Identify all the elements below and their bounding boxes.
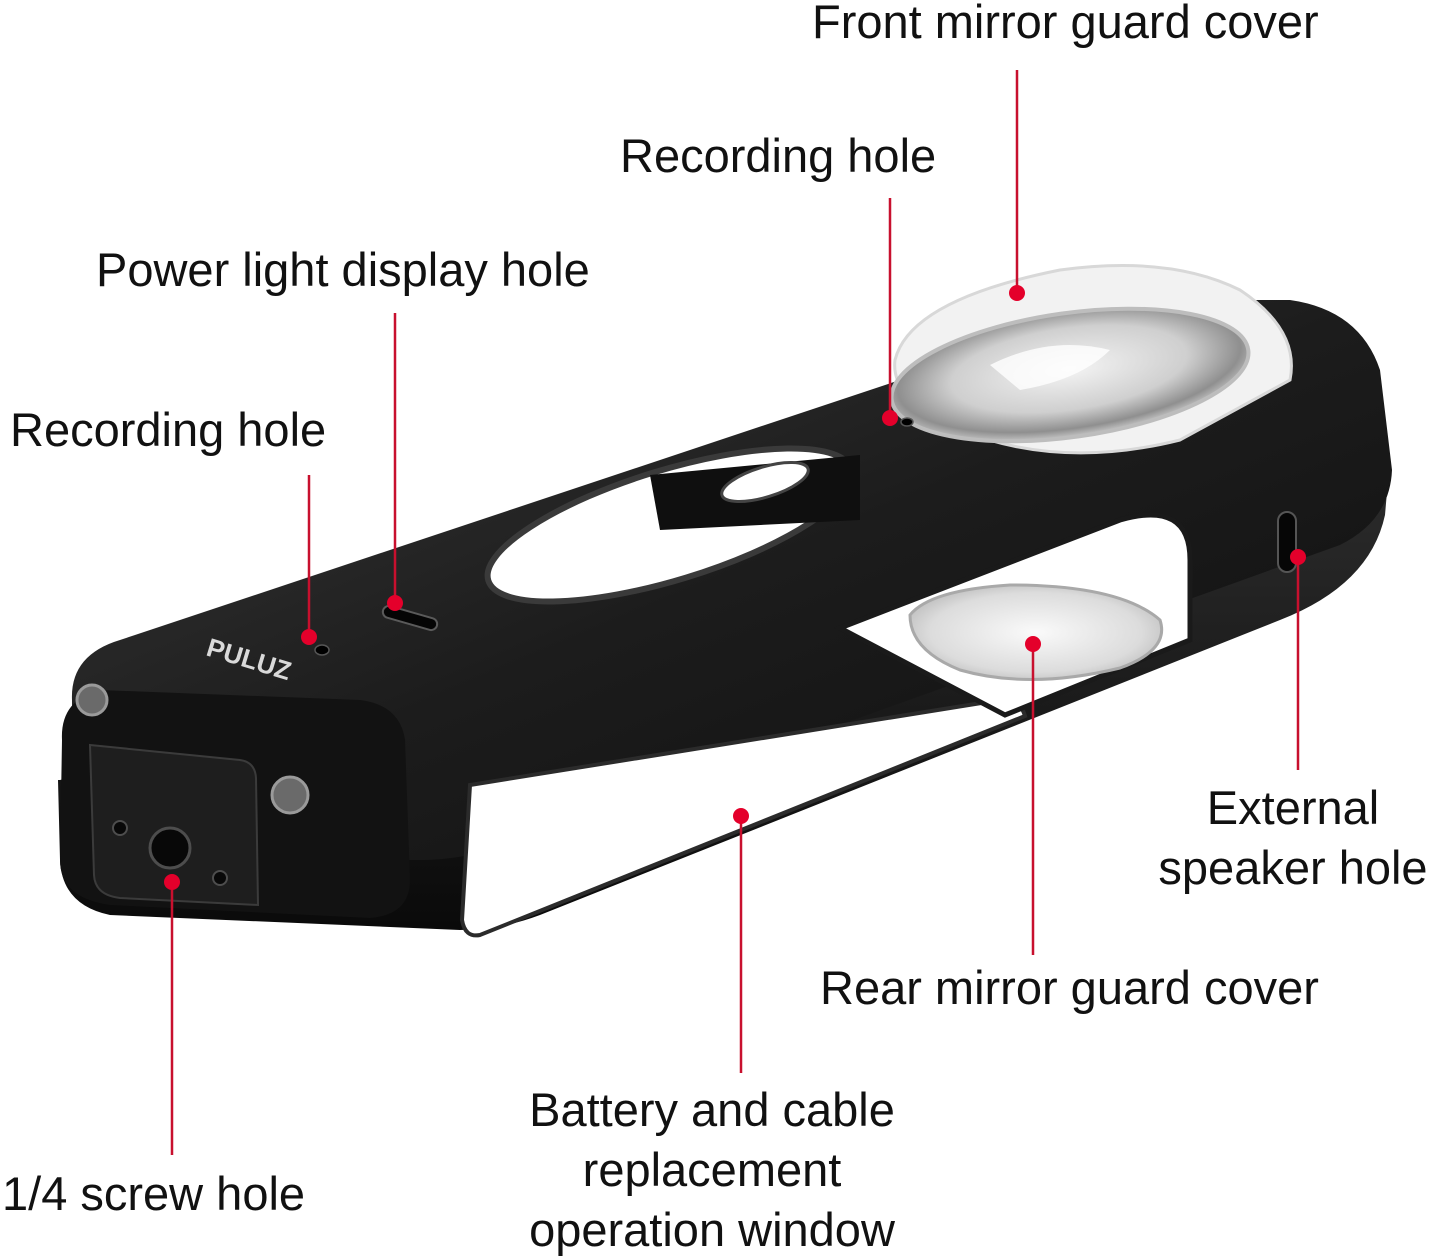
dot-recording-left — [301, 629, 317, 645]
dot-power-light — [387, 595, 403, 611]
rear-lens-guard — [908, 583, 1163, 682]
front-lens-guard — [889, 264, 1293, 455]
screw-hole-icon — [148, 826, 192, 870]
label-recording-hole-top: Recording hole — [620, 129, 937, 182]
dot-screw-hole — [164, 874, 180, 890]
label-screw-hole: 1/4 screw hole — [2, 1167, 306, 1220]
inner-slot — [720, 461, 810, 503]
front-guard-reflection — [990, 345, 1110, 390]
power-light-slot-icon — [381, 604, 439, 632]
label-front-mirror-guard-cover: Front mirror guard cover — [812, 0, 1319, 48]
rear-guard-dome-icon — [908, 583, 1163, 682]
dot-rear-guard — [1025, 636, 1041, 652]
dot-speaker — [1290, 549, 1306, 565]
label-rear-mirror-guard-cover: Rear mirror guard cover — [820, 961, 1319, 1014]
screw-left-icon — [75, 683, 109, 717]
dot-recording-top — [882, 410, 898, 426]
label-battery-cable-window-line2: replacement — [582, 1143, 842, 1196]
dot-front-guard — [1009, 285, 1025, 301]
recording-hole-left-icon — [314, 644, 330, 656]
label-external-speaker-hole-line1: External — [1206, 781, 1380, 834]
side-hole-left-icon — [112, 820, 128, 836]
holes — [112, 417, 1297, 886]
leader-lines — [170, 70, 1300, 1155]
label-battery-cable-window-line1: Battery and cable — [529, 1083, 895, 1136]
label-external-speaker-hole: External speaker hole — [1148, 778, 1438, 898]
side-hole-right-icon — [212, 870, 228, 886]
dot-battery-window — [733, 808, 749, 824]
marker-dots — [164, 285, 1306, 890]
recording-hole-top-icon — [900, 417, 914, 427]
label-power-light-display-hole: Power light display hole — [96, 243, 590, 296]
label-recording-hole-left: Recording hole — [10, 403, 327, 456]
label-battery-cable-window-line3: operation window — [529, 1203, 895, 1256]
label-battery-cable-window: Battery and cable replacement operation … — [510, 1080, 914, 1260]
label-external-speaker-hole-line2: speaker hole — [1158, 841, 1428, 894]
screw-right-icon — [270, 775, 310, 815]
mount-plate — [88, 743, 260, 907]
